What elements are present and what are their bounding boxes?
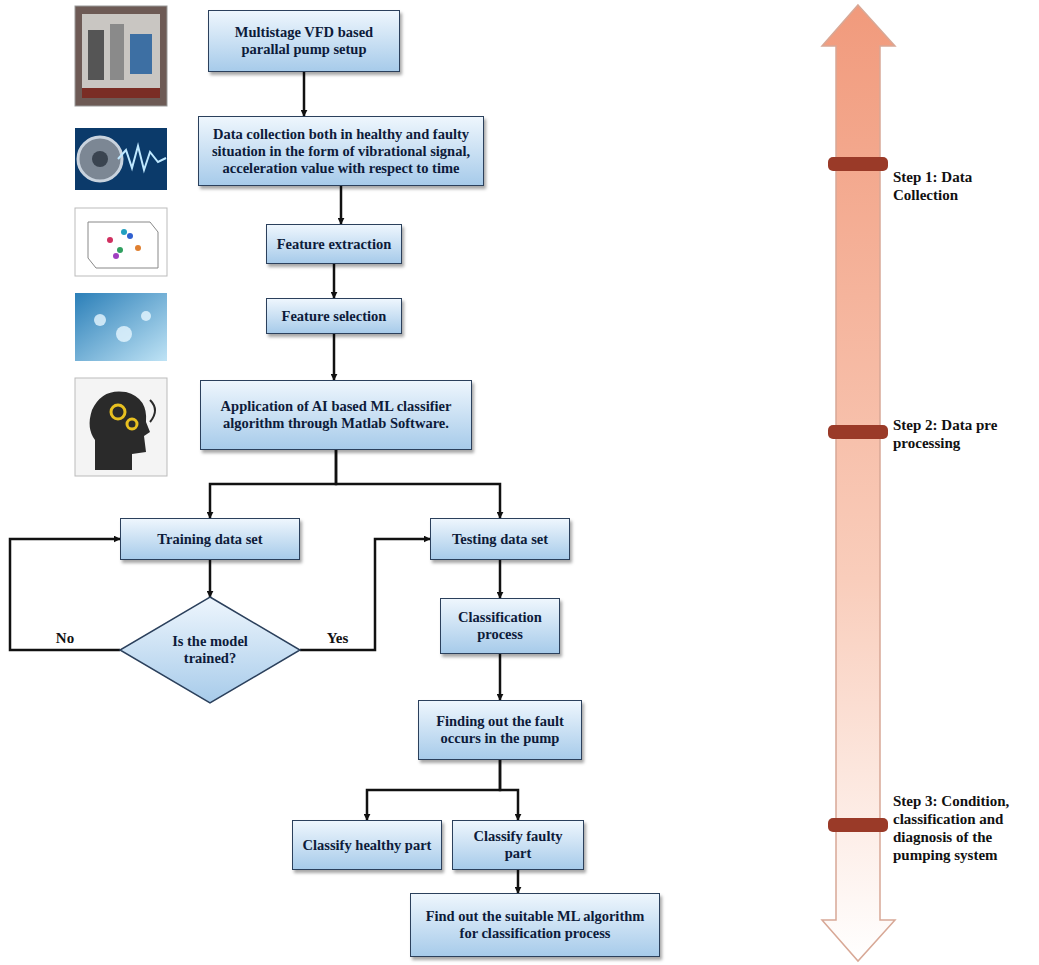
node-text: Find out the suitable ML algorithm for c… bbox=[417, 908, 653, 942]
flow-arrow bbox=[336, 450, 500, 518]
edge-label: No bbox=[54, 630, 76, 647]
edge-label: Yes bbox=[325, 630, 351, 647]
node-text: Testing data set bbox=[452, 531, 548, 548]
node-text: Feature extraction bbox=[277, 236, 391, 253]
decision-diamond: Is the model trained? bbox=[120, 597, 300, 703]
process-box: Training data set bbox=[120, 518, 300, 560]
flow-arrow bbox=[340, 186, 343, 224]
step-band bbox=[828, 425, 888, 439]
text-group: Training data set bbox=[157, 531, 262, 548]
ai-icon bbox=[75, 378, 167, 476]
text-group: Feature selection bbox=[282, 308, 387, 325]
step-label: Step 3: Condition, classification and di… bbox=[893, 792, 1033, 864]
node-text: Data collection both in healthy and faul… bbox=[205, 126, 477, 177]
flow-arrow bbox=[517, 870, 520, 893]
flow-arrow bbox=[333, 334, 336, 380]
text-group: Is the model trained? bbox=[120, 633, 300, 667]
text-group: Multistage VFD based parallal pump setup bbox=[215, 24, 393, 58]
flow-arrow bbox=[367, 760, 500, 820]
selection-icon bbox=[75, 293, 167, 361]
flow-arrow bbox=[499, 654, 502, 700]
node-text: Finding out the fault occurs in the pump bbox=[425, 713, 575, 747]
flow-arrow bbox=[303, 72, 306, 116]
node-text: Classification process bbox=[447, 609, 553, 643]
step-band bbox=[828, 157, 888, 171]
node-text: Training data set bbox=[157, 531, 262, 548]
node-text: Is the model trained? bbox=[120, 633, 300, 667]
process-box: Finding out the fault occurs in the pump bbox=[418, 700, 582, 760]
step-label: Step 2: Data pre processing bbox=[893, 416, 1033, 452]
flow-arrow bbox=[210, 450, 336, 518]
text-group: Finding out the fault occurs in the pump bbox=[425, 713, 575, 747]
text-group: Find out the suitable ML algorithm for c… bbox=[417, 908, 653, 942]
progress-arrow bbox=[822, 5, 895, 961]
node-text: Classify healthy part bbox=[303, 837, 432, 854]
start-box: Multistage VFD based parallal pump setup bbox=[208, 10, 400, 72]
node-text: Feature selection bbox=[282, 308, 387, 325]
text-group: Feature extraction bbox=[277, 236, 391, 253]
result-box: Classify faulty part bbox=[452, 820, 584, 870]
feature-icon bbox=[75, 208, 167, 276]
text-group: Classify faulty part bbox=[459, 828, 577, 862]
flow-arrow bbox=[500, 760, 518, 820]
flow-arrow bbox=[10, 539, 120, 650]
process-box: Classification process bbox=[440, 598, 560, 654]
end-box: Find out the suitable ML algorithm for c… bbox=[410, 893, 660, 957]
result-box: Classify healthy part bbox=[292, 820, 442, 870]
process-box: Data collection both in healthy and faul… bbox=[198, 116, 484, 186]
step-label: Step 1: Data Collection bbox=[893, 168, 1033, 204]
text-group: Data collection both in healthy and faul… bbox=[205, 126, 477, 177]
text-group: Classify healthy part bbox=[303, 837, 432, 854]
node-text: Multistage VFD based parallal pump setup bbox=[215, 24, 393, 58]
process-box: Feature extraction bbox=[266, 224, 402, 264]
flow-arrow bbox=[499, 560, 502, 598]
text-group: Classification process bbox=[447, 609, 553, 643]
text-group: Testing data set bbox=[452, 531, 548, 548]
motor-icon bbox=[75, 128, 167, 190]
process-box: Testing data set bbox=[430, 518, 570, 560]
pump-icon bbox=[75, 6, 167, 106]
node-text: Classify faulty part bbox=[459, 828, 577, 862]
flow-arrow bbox=[300, 539, 430, 650]
process-box: Application of AI based ML classifier al… bbox=[200, 380, 472, 450]
flow-arrow bbox=[209, 560, 212, 597]
node-text: Application of AI based ML classifier al… bbox=[207, 398, 465, 432]
step-band bbox=[828, 818, 888, 832]
process-box: Feature selection bbox=[266, 298, 402, 334]
flow-arrow bbox=[333, 264, 336, 298]
text-group: Application of AI based ML classifier al… bbox=[207, 398, 465, 432]
